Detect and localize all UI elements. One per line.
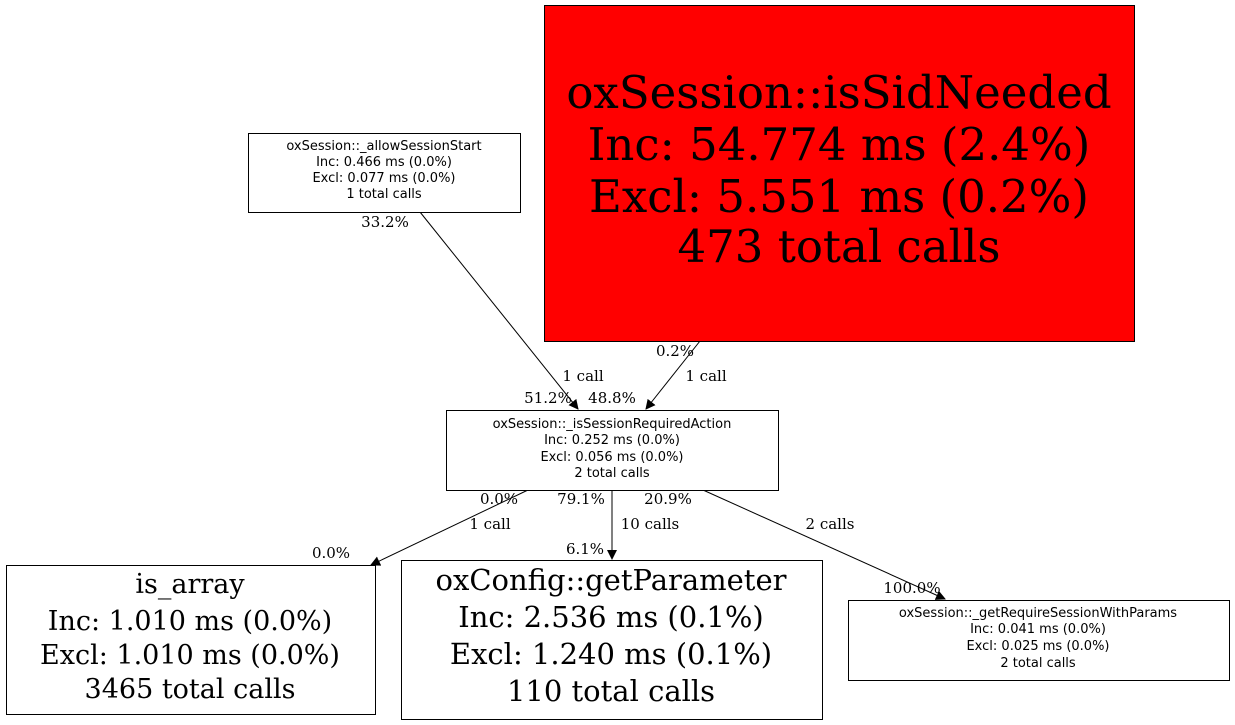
node-inc: Inc: 54.774 ms (2.4%) [588, 118, 1091, 171]
node-excl: Excl: 1.010 ms (0.0%) [40, 640, 340, 671]
edge-call-label: 2 calls [806, 515, 855, 533]
node-box [6, 565, 376, 715]
edge-line [702, 489, 946, 600]
edge-tail-label: 0.2% [656, 342, 694, 360]
edge-head-label: 48.8% [588, 389, 636, 407]
edge-sid-to-required: 0.2% 1 call 48.8% [588, 340, 727, 410]
node-box [446, 410, 779, 491]
edge-head-label: 51.2% [524, 389, 572, 407]
node-name: oxSession::_getRequireSessionWithParams [899, 606, 1177, 621]
edge-line [419, 211, 579, 410]
node-inc: Inc: 2.536 ms (0.1%) [458, 600, 764, 634]
edge-tail-label: 0.0% [480, 490, 518, 508]
node-get-require-session-with-params: oxSession::_getRequireSessionWithParams … [848, 600, 1230, 681]
node-is-session-required-action: oxSession::_isSessionRequiredAction Inc:… [446, 410, 779, 491]
edge-required-to-is-array: 0.0% 1 call 0.0% [312, 489, 529, 566]
node-calls: 1 total calls [346, 187, 422, 202]
edge-line [370, 489, 529, 566]
node-calls: 3465 total calls [85, 674, 296, 705]
node-calls: 473 total calls [678, 220, 1001, 273]
node-inc: Inc: 1.010 ms (0.0%) [48, 606, 332, 637]
node-box [848, 600, 1230, 681]
edge-call-label: 1 call [469, 515, 510, 533]
node-inc: Inc: 0.252 ms (0.0%) [544, 433, 680, 448]
edge-tail-label: 33.2% [361, 213, 409, 231]
node-calls: 110 total calls [507, 674, 715, 708]
edge-allow-to-required: 33.2% 1 call 51.2% [361, 211, 604, 410]
node-is-sid-needed: oxSession::isSidNeeded Inc: 54.774 ms (2… [544, 5, 1135, 342]
edge-call-label: 1 call [685, 367, 726, 385]
node-name: is_array [135, 569, 245, 600]
edge-required-to-require-session: 20.9% 2 calls 100.0% [644, 489, 946, 600]
node-excl: Excl: 0.025 ms (0.0%) [966, 639, 1109, 654]
node-name: oxSession::_allowSessionStart [286, 139, 481, 154]
node-excl: Excl: 0.056 ms (0.0%) [540, 450, 683, 465]
node-inc: Inc: 0.041 ms (0.0%) [970, 622, 1106, 637]
edge-call-label: 10 calls [621, 515, 680, 533]
node-inc: Inc: 0.466 ms (0.0%) [316, 155, 452, 170]
edge-required-to-get-parameter: 79.1% 10 calls 6.1% [557, 490, 680, 560]
node-allow-session-start: oxSession::_allowSessionStart Inc: 0.466… [248, 133, 521, 213]
node-excl: Excl: 1.240 ms (0.1%) [450, 637, 772, 671]
edge-head-label: 100.0% [883, 579, 940, 597]
node-box [544, 5, 1135, 342]
node-name: oxSession::isSidNeeded [566, 66, 1111, 119]
node-excl: Excl: 0.077 ms (0.0%) [312, 171, 455, 186]
edge-head-label: 6.1% [566, 540, 604, 558]
node-calls: 2 total calls [1000, 656, 1076, 671]
node-name: oxSession::_isSessionRequiredAction [493, 417, 732, 432]
node-name: oxConfig::getParameter [436, 563, 787, 597]
node-box [248, 133, 521, 213]
edge-line [645, 340, 701, 410]
node-calls: 2 total calls [574, 466, 650, 481]
node-box [401, 560, 823, 720]
node-is-array: is_array Inc: 1.010 ms (0.0%) Excl: 1.01… [6, 565, 376, 715]
edge-call-label: 1 call [562, 367, 603, 385]
edge-head-label: 0.0% [312, 544, 350, 562]
node-excl: Excl: 5.551 ms (0.2%) [589, 170, 1089, 223]
edge-tail-label: 79.1% [557, 490, 605, 508]
edge-tail-label: 20.9% [644, 490, 692, 508]
node-get-parameter: oxConfig::getParameter Inc: 2.536 ms (0.… [401, 560, 823, 720]
